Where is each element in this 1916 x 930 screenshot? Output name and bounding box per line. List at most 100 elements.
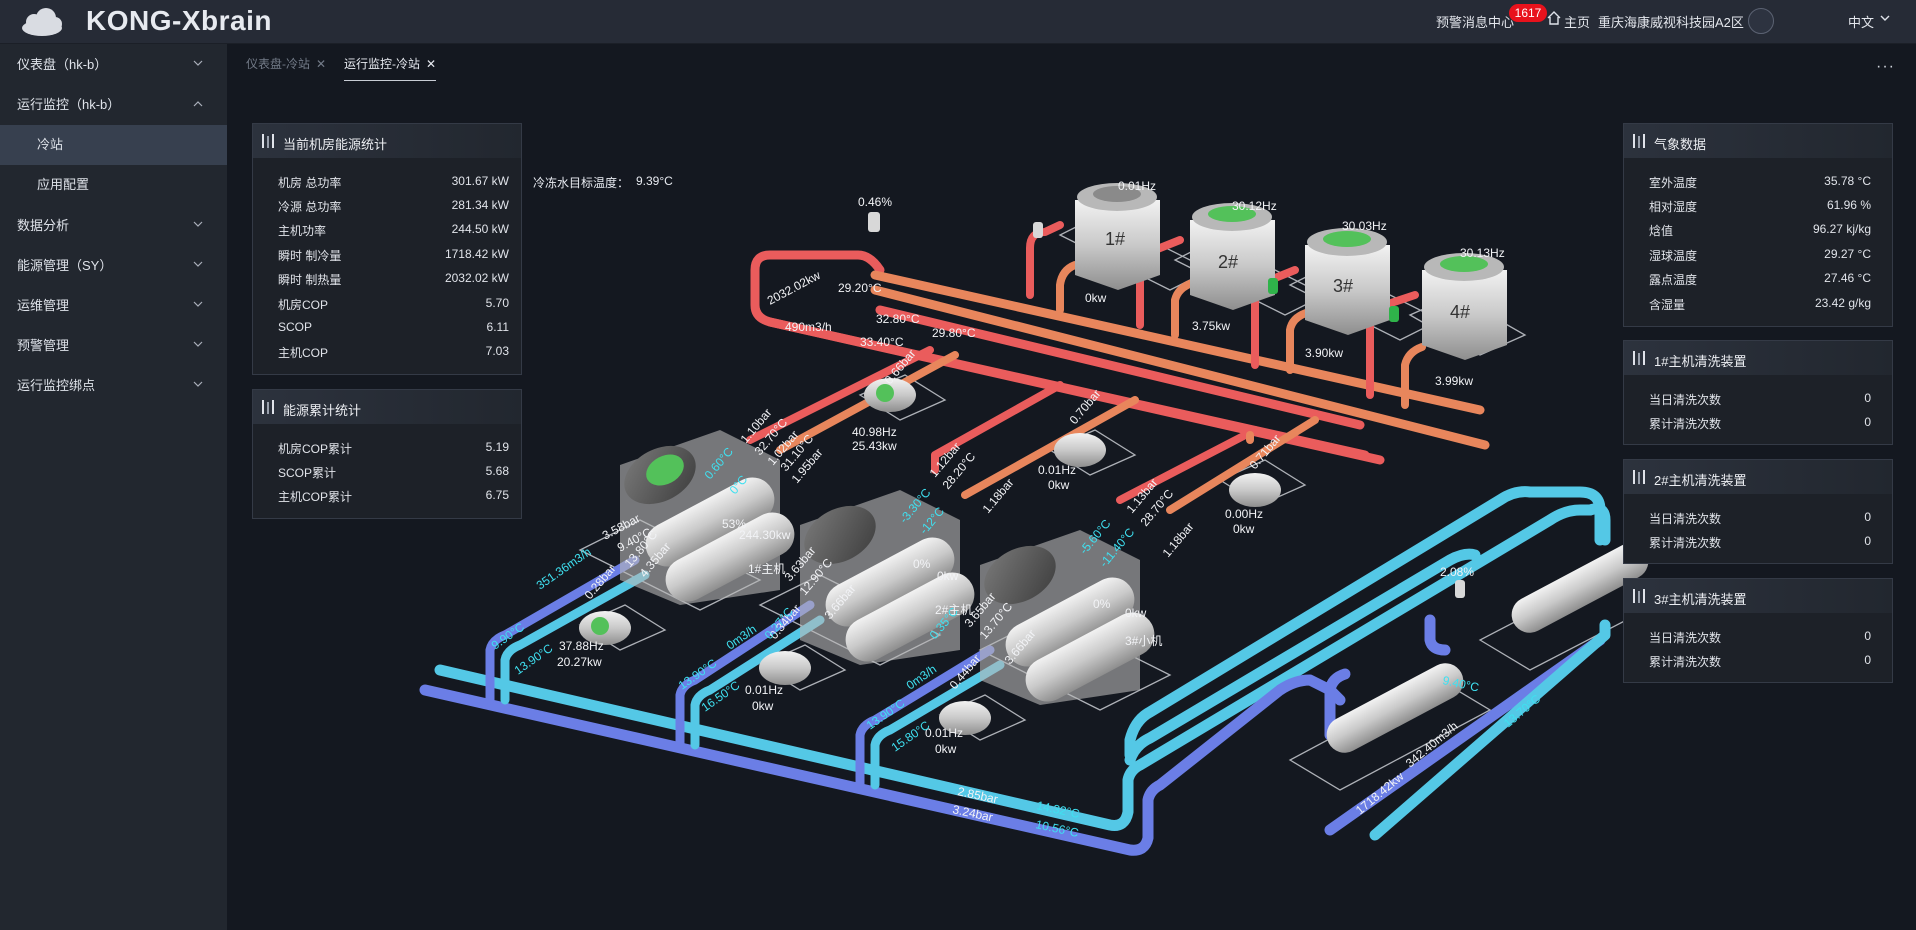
cooling-tower[interactable]: 4# [1422,253,1507,360]
tower-1-freq: 0.01Hz [1118,179,1156,193]
sidebar-item-label: 能源管理（SY） [17,258,113,273]
tower-2-freq: 30.12Hz [1232,199,1277,213]
sidebar-item-run-monitor[interactable]: 运行监控（hk-b） [0,85,227,125]
chw-pump-2[interactable] [759,651,811,685]
chiller-2[interactable] [794,490,982,669]
cw-main-temp: 33.40°C [860,335,904,349]
chiller-3[interactable] [974,530,1162,709]
chiller-1-power: 244.30kw [739,528,791,542]
valve-icon [1268,278,1278,294]
sidebar-item-label: 运行监控（hk-b） [17,97,121,112]
home-icon[interactable] [1546,10,1562,26]
panel-header: 1#主机清洗装置 [1624,341,1892,375]
panel-header: 当前机房能源统计 [253,124,521,158]
alert-center-link[interactable]: 预警消息中心 [1436,15,1515,30]
chiller-1-load: 53% [722,517,746,531]
chevron-up-icon [193,101,203,107]
cooling-tower[interactable]: 1# [1075,183,1160,290]
water-distributor[interactable] [1505,537,1654,639]
chevron-down-icon[interactable] [1880,15,1890,22]
chw-pump-1-freq: 37.88Hz [559,639,604,653]
cw-pump-2-power: 0kw [1048,478,1070,492]
cooling-tower[interactable]: 2# [1190,203,1275,310]
tab-label: 运行监控-冷站 [344,57,420,71]
sidebar-item-label: 运行监控绑点 [17,378,96,393]
chw-pump-1-power: 20.27kw [557,655,602,669]
sidebar-item-label: 预警管理 [17,338,70,353]
site-selector[interactable]: 重庆海康威视科技园A2区 [1598,15,1744,30]
close-icon[interactable]: ✕ [426,57,437,71]
valve-right-opening: 2.08% [1440,565,1474,579]
sidebar-item-data-analysis[interactable]: 数据分析 [0,206,227,246]
chiller-2-power: 0kw [937,569,959,583]
sidebar-item-app-config[interactable]: 应用配置 [0,165,227,205]
sidebar-item-label: 应用配置 [37,177,90,192]
sidebar-item-alerts[interactable]: 预警管理 [0,326,227,366]
cw-pump-3[interactable] [1229,473,1281,507]
panel-bars-icon [1633,589,1645,603]
chevron-down-icon [193,381,203,387]
valve-top-opening: 0.46% [858,195,892,209]
panel-title: 3#主机清洗装置 [1654,592,1747,607]
panel-title: 当前机房能源统计 [283,137,388,152]
panel-header: 2#主机清洗装置 [1624,460,1892,494]
home-link[interactable]: 主页 [1564,15,1591,30]
panel-header: 能源累计统计 [253,390,521,424]
top-bar: KONG-Xbrain 预警消息中心 1617 主页 重庆海康威视科技园A2区 … [0,0,1916,44]
sidebar-item-monitor-binding[interactable]: 运行监控绑点 [0,366,227,406]
tab-dashboard-cold-station[interactable]: 仪表盘-冷站✕ [246,56,326,78]
panel-title: 气象数据 [1654,137,1707,152]
tower-3-freq: 30.03Hz [1342,219,1387,233]
alert-count-badge: 1617 [1509,4,1547,22]
header-pressure-2: 3.24bar [951,802,994,824]
chiller-1[interactable] [614,430,802,609]
bypass-valve-icon [1455,580,1465,598]
cw-pump-2[interactable] [1054,433,1106,467]
sidebar-item-energy[interactable]: 能源管理（SY） [0,246,227,286]
tower-2-power: 3.75kw [1192,319,1230,333]
cw-pump-3-freq: 0.00Hz [1225,507,1263,521]
chw-pump-3[interactable] [939,701,991,735]
chiller-2-load: 0% [913,557,931,571]
sidebar-item-label: 运维管理 [17,298,70,313]
sidebar-item-cold-station[interactable]: 冷站 [0,125,227,165]
language-selector[interactable]: 中文 [1848,15,1875,30]
chevron-down-icon [193,261,203,267]
tower-1-power: 0kw [1085,291,1107,305]
tab-monitor-cold-station[interactable]: 运行监控-冷站 ✕ [344,56,437,81]
cw-return-temp-b: 29.80°C [932,326,976,340]
tower-3-power: 3.90kw [1305,346,1343,360]
chw-pump-1[interactable] [579,611,631,645]
panel-title: 能源累计统计 [283,403,362,418]
cw-return-temp-a: 32.80°C [876,312,920,326]
panel-bars-icon [1633,470,1645,484]
tower-3-label: 3# [1333,276,1353,296]
more-menu-icon[interactable]: ··· [1876,58,1895,75]
tower-1-label: 1# [1105,229,1125,249]
sidebar-item-dashboard[interactable]: 仪表盘（hk-b） [0,45,227,85]
water-collector[interactable] [1320,657,1469,759]
cooling-tower[interactable]: 3# [1305,228,1390,335]
sidebar-item-operations[interactable]: 运维管理 [0,286,227,326]
sidebar: 仪表盘（hk-b） 运行监控（hk-b） 冷站 应用配置 数据分析 能源管理（S… [0,44,227,930]
cw-pump-1[interactable] [864,378,916,412]
user-avatar[interactable] [1748,8,1774,34]
close-icon[interactable]: ✕ [316,57,327,71]
